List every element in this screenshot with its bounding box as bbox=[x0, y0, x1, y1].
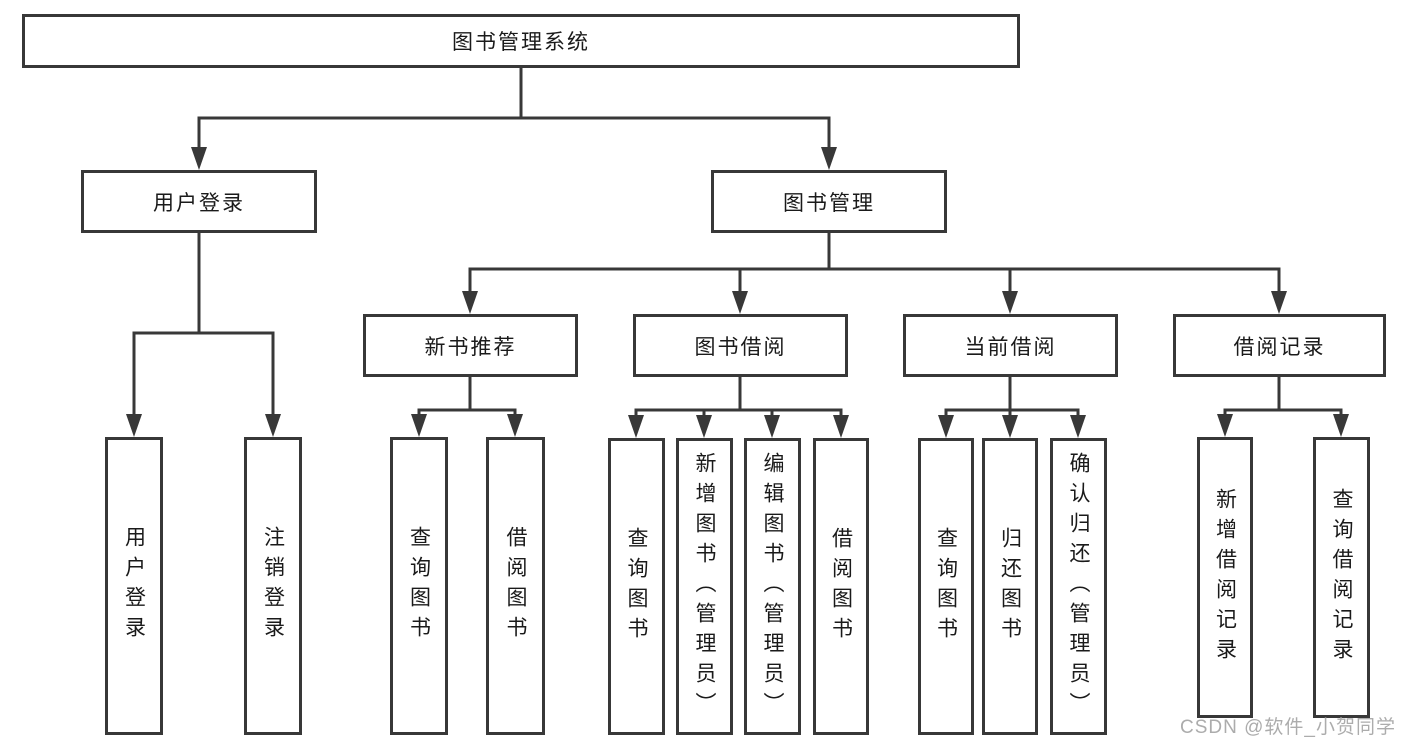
leaf-query-books-borrowing-label: 查询图书 bbox=[625, 526, 648, 647]
leaf-query-books-recommend-label: 查询图书 bbox=[407, 526, 431, 646]
node-borrow-records: 借阅记录 bbox=[1173, 314, 1386, 377]
leaf-add-book-admin: 新增图书（管理员） bbox=[676, 438, 733, 735]
leaf-query-books-recommend: 查询图书 bbox=[390, 437, 448, 735]
node-borrow-records-label: 借阅记录 bbox=[1233, 335, 1326, 359]
leaf-return-books: 归还图书 bbox=[982, 438, 1038, 735]
node-current-borrowing: 当前借阅 bbox=[903, 314, 1118, 377]
leaf-user-login-label: 用户登录 bbox=[122, 526, 146, 646]
leaf-return-books-label: 归还图书 bbox=[998, 526, 1022, 647]
node-user-login: 用户登录 bbox=[81, 170, 317, 233]
leaf-edit-book-admin: 编辑图书（管理员） bbox=[744, 438, 801, 735]
leaf-query-books-borrowing: 查询图书 bbox=[608, 438, 665, 735]
node-book-borrowing-label: 图书借阅 bbox=[694, 335, 787, 359]
leaf-query-books-current: 查询图书 bbox=[918, 438, 974, 735]
node-user-login-label: 用户登录 bbox=[153, 191, 245, 215]
leaf-user-login: 用户登录 bbox=[105, 437, 163, 735]
node-current-borrowing-label: 当前借阅 bbox=[964, 335, 1057, 359]
node-book-management-label: 图书管理 bbox=[783, 191, 875, 215]
leaf-query-borrow-record-label: 查询借阅记录 bbox=[1330, 487, 1353, 668]
leaf-borrow-books-borrowing: 借阅图书 bbox=[813, 438, 869, 735]
leaf-logout-label: 注销登录 bbox=[261, 526, 285, 646]
node-book-borrowing: 图书借阅 bbox=[633, 314, 848, 377]
leaf-query-borrow-record: 查询借阅记录 bbox=[1313, 437, 1370, 718]
leaf-borrow-books-recommend-label: 借阅图书 bbox=[504, 526, 527, 646]
node-book-management: 图书管理 bbox=[711, 170, 947, 233]
leaf-add-book-admin-label: 新增图书（管理员） bbox=[693, 451, 716, 722]
node-root: 图书管理系统 bbox=[22, 14, 1020, 68]
leaf-edit-book-admin-label: 编辑图书（管理员） bbox=[761, 451, 784, 722]
node-root-label: 图书管理系统 bbox=[452, 31, 590, 54]
leaf-add-borrow-record-label: 新增借阅记录 bbox=[1213, 487, 1237, 668]
leaf-query-books-current-label: 查询图书 bbox=[934, 526, 958, 647]
node-new-book-recommend: 新书推荐 bbox=[363, 314, 578, 377]
leaf-logout: 注销登录 bbox=[244, 437, 302, 735]
leaf-borrow-books-borrowing-label: 借阅图书 bbox=[829, 526, 853, 647]
leaf-add-borrow-record: 新增借阅记录 bbox=[1197, 437, 1253, 718]
leaf-confirm-return-admin-label: 确认归还（管理员） bbox=[1067, 451, 1090, 722]
leaf-borrow-books-recommend: 借阅图书 bbox=[486, 437, 545, 735]
node-new-book-recommend-label: 新书推荐 bbox=[424, 335, 517, 359]
leaf-confirm-return-admin: 确认归还（管理员） bbox=[1050, 438, 1107, 735]
csdn-watermark: CSDN @软件_小贺同学 bbox=[1180, 717, 1396, 738]
